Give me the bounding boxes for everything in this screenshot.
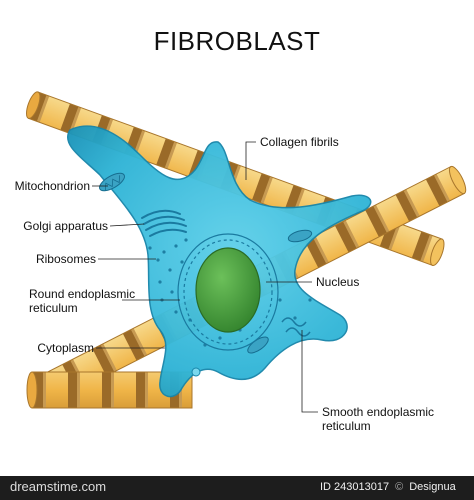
leader-lines	[92, 141, 318, 413]
copyright-icon: ©	[395, 481, 404, 493]
label-rer-line1: Round endoplasmic	[29, 287, 136, 301]
smooth-endoplasmic-reticulum	[281, 317, 311, 337]
diagram-title: FIBROBLAST	[153, 26, 321, 56]
image-id: ID 243013017	[320, 481, 390, 493]
ribosomes	[148, 238, 312, 347]
label-rer-line2: reticulum	[29, 301, 78, 315]
dreamstime-logo: dreamstime.com	[10, 479, 107, 494]
round-endoplasmic-reticulum	[177, 233, 279, 351]
golgi-apparatus	[141, 209, 187, 237]
footer-bar: dreamstime.com ID 243013017 © Designua	[0, 476, 474, 500]
image-id-line: ID 243013017 © Designua	[320, 481, 456, 493]
author-name: Designua	[409, 481, 456, 493]
label-cytoplasm: Cytoplasm	[37, 341, 94, 355]
label-golgi-apparatus: Golgi apparatus	[23, 219, 108, 233]
vesicle	[191, 367, 201, 377]
label-collagen-fibrils: Collagen fibrils	[260, 135, 339, 149]
fibroblast-illustration	[26, 91, 467, 413]
label-ser-line2: reticulum	[322, 419, 371, 433]
label-ribosomes: Ribosomes	[35, 252, 96, 266]
label-ser-line1: Smooth endoplasmic	[322, 405, 435, 419]
mitochondrion-2	[287, 229, 313, 243]
label-nucleus: Nucleus	[316, 275, 360, 289]
nucleus	[195, 247, 261, 333]
label-mitochondrion: Mitochondrion	[14, 179, 90, 193]
diagram-canvas: FIBROBLAST Collagen fibrils Mitochondrio…	[14, 26, 467, 433]
